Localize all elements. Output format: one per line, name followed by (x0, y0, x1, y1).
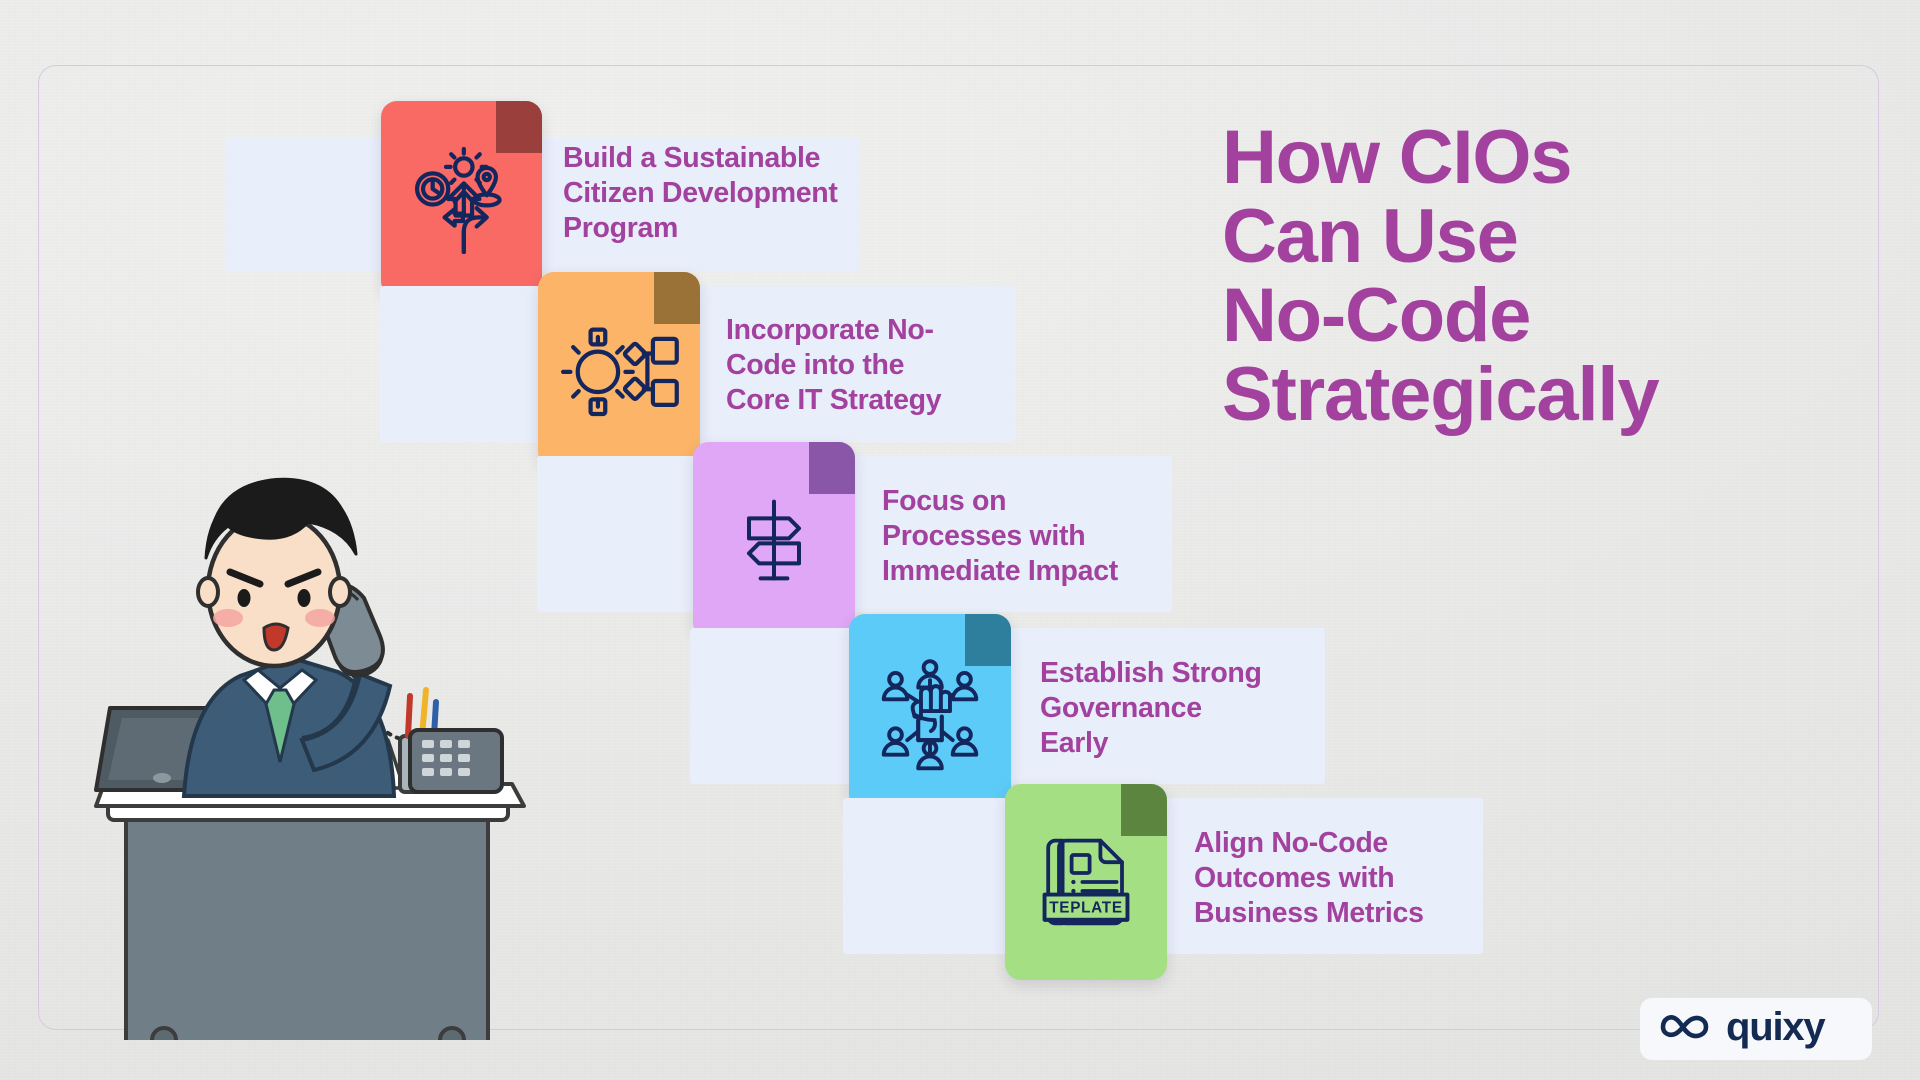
card-3-corner-fold (809, 442, 855, 494)
card-1-label-plate (225, 137, 860, 272)
gear-flowchart-icon (538, 272, 700, 468)
card-3-tile[interactable] (693, 442, 855, 638)
quixy-wordmark: quixy (1726, 1005, 1826, 1049)
card-1-title: Build a Sustainable Citizen Development … (563, 142, 838, 244)
card-4-title: Establish Strong Governance Early (1040, 657, 1262, 759)
gear-clock-arrows-pin-icon (381, 101, 542, 297)
card-5-tile[interactable]: TEPLATE (1005, 784, 1167, 980)
card-5-title: Align No-Code Outcomes with Business Met… (1194, 827, 1424, 929)
page-title: How CIOs Can Use No-Code Strategically (1222, 115, 1660, 438)
card-3-title: Focus on Processes with Immediate Impact (882, 485, 1118, 587)
card-4-corner-fold (965, 614, 1011, 666)
infinity-loop-mark (1658, 1010, 1716, 1049)
card-5-corner-fold (1121, 784, 1167, 836)
template-document-icon: TEPLATE (1005, 784, 1167, 980)
card-2-tile[interactable] (538, 272, 700, 468)
businessman-at-desk-illustration (88, 440, 558, 1054)
team-network-fist-icon (849, 614, 1011, 810)
template-badge-text: TEPLATE (1049, 900, 1123, 917)
quixy-logo[interactable]: quixy (1640, 998, 1872, 1060)
card-2-corner-fold (654, 272, 700, 324)
card-4-tile[interactable] (849, 614, 1011, 810)
card-1-corner-fold (496, 101, 542, 153)
card-2-title: Incorporate No- Code into the Core IT St… (726, 314, 942, 416)
card-1-tile[interactable] (381, 101, 542, 297)
signpost-icon (693, 442, 855, 638)
